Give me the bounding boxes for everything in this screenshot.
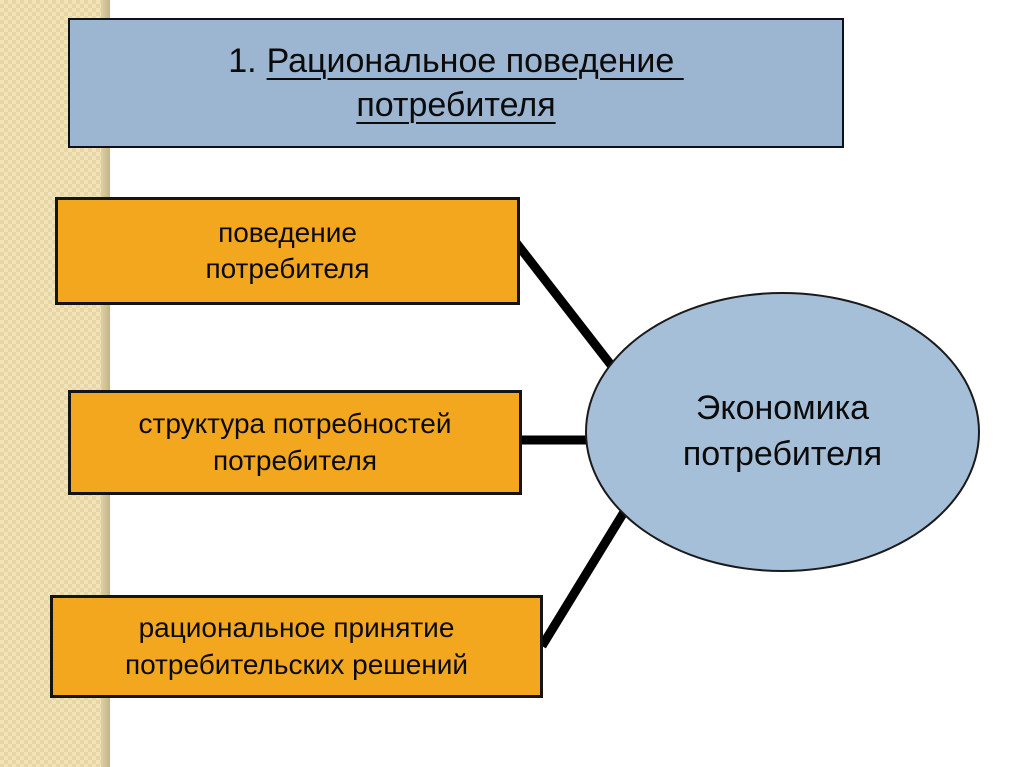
consumer-economics-ellipse: Экономика потребителя [585, 292, 980, 572]
connector-line-behavior [510, 237, 622, 377]
slide-title: 1.Рациональное поведение потребителя [228, 39, 684, 127]
title-text: Рациональное поведение потребителя [266, 41, 675, 124]
concept-box-label: структура потребностей потребителя [138, 408, 452, 476]
concept-box-label: поведение потребителя [205, 216, 370, 284]
title-box: 1.Рациональное поведение потребителя [68, 18, 844, 148]
title-number: 1. [228, 41, 257, 80]
concept-box-consumer-behavior: поведение потребителя [55, 197, 520, 305]
concept-box-needs-structure: структура потребностей потребителя [68, 390, 522, 495]
concept-box-label: рациональное принятие потребительских ре… [124, 612, 469, 680]
concept-box-rational-decisions: рациональное принятие потребительских ре… [50, 595, 543, 698]
connector-line-decisions [538, 509, 628, 649]
ellipse-label: Экономика потребителя [682, 389, 883, 473]
